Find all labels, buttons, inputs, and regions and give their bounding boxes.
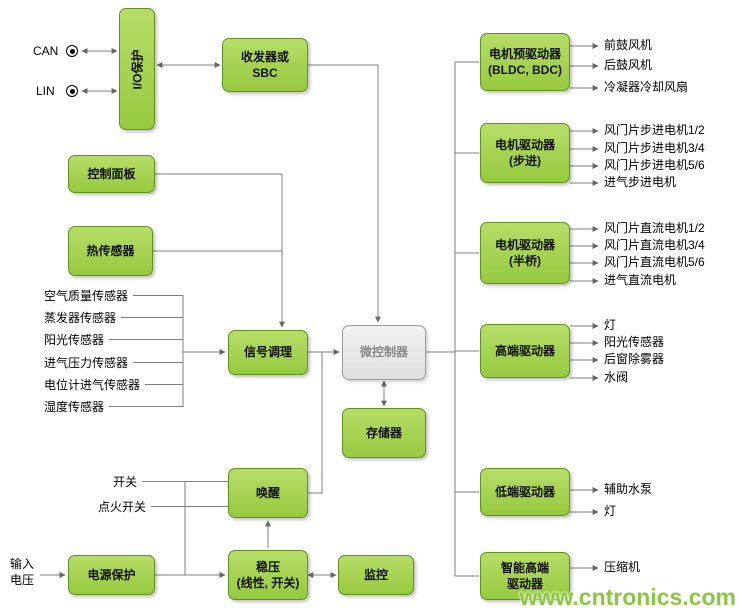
transceiver-label: 收发器或 SBC — [240, 49, 289, 80]
block-motor-driver-stepper: 电机驱动器 (步进) — [480, 123, 570, 183]
sensor-label: 空气质量传感器 — [44, 289, 129, 303]
motor-predriver-label: 电机预驱动器 (BLDC, BDC) — [488, 46, 562, 77]
input-voltage-label: 输入 电压 — [9, 557, 34, 587]
power-protection-label: 电源保护 — [87, 567, 136, 582]
sensor-wire — [109, 339, 183, 340]
driver-output-arrows — [570, 43, 599, 571]
sensor-row-intake-pressure: 进气压力传感器 — [44, 355, 183, 370]
driver-output-label: 后窗除雾器 — [604, 352, 665, 366]
lin-connector-icon — [66, 85, 78, 97]
sensor-wire — [145, 384, 183, 385]
block-microcontroller: 微控制器 — [342, 325, 426, 380]
sensor-row-air-quality: 空气质量传感器 — [44, 288, 183, 303]
block-memory: 存储器 — [342, 408, 426, 458]
switch-label: 开关 — [113, 475, 138, 489]
sensor-wire — [121, 317, 183, 318]
memory-label: 存储器 — [365, 425, 402, 440]
microcontroller-label: 微控制器 — [359, 345, 408, 360]
io-protection-label: I/O保护 — [130, 48, 145, 90]
ignition-switch-label: 点火开关 — [98, 500, 147, 514]
sensor-label: 蒸发器传感器 — [44, 311, 117, 325]
ignition-switch-wire — [151, 506, 228, 507]
low-side-driver-label: 低端驱动器 — [494, 484, 555, 499]
driver-output-label: 冷凝器冷却风扇 — [604, 80, 689, 94]
block-low-side-driver: 低端驱动器 — [480, 468, 570, 516]
sensor-wire — [109, 406, 183, 407]
block-thermal-sensor: 热传感器 — [68, 226, 153, 276]
driver-output-label: 辅助水泵 — [604, 482, 653, 496]
driver-output-label: 水阀 — [604, 370, 629, 384]
driver-output-label: 后鼓风机 — [604, 58, 653, 72]
driver-output-label: 风门片步进电机5/6 — [604, 158, 705, 172]
sensor-wire — [133, 362, 183, 363]
block-regulator: 稳压 (线性, 开关) — [228, 550, 308, 600]
watermark: www.cntronics.com — [519, 584, 736, 610]
block-transceiver-sbc: 收发器或 SBC — [222, 38, 308, 92]
sensor-label: 进气压力传感器 — [44, 356, 129, 370]
block-wakeup: 唤醒 — [228, 468, 308, 518]
driver-output-label: 风门片直流电机3/4 — [604, 238, 705, 252]
wakeup-label: 唤醒 — [255, 485, 280, 500]
sensor-row-potentiometer: 电位计进气传感器 — [44, 377, 183, 392]
sensor-label: 湿度传感器 — [44, 400, 105, 414]
block-smart-high-side-driver: 智能高端 驱动器 — [480, 552, 570, 600]
switch-wire — [142, 481, 228, 482]
motor-driver-halfbridge-label: 电机驱动器 (半桥) — [494, 237, 555, 268]
sensor-row-humidity: 湿度传感器 — [44, 399, 183, 414]
signal-conditioning-label: 信号调理 — [243, 345, 292, 360]
driver-output-label: 风门片直流电机1/2 — [604, 221, 705, 235]
driver-output-label: 进气步进电机 — [604, 175, 677, 189]
monitor-label: 监控 — [363, 567, 388, 582]
block-monitor: 监控 — [338, 555, 414, 595]
block-motor-driver-halfbridge: 电机驱动器 (半桥) — [480, 222, 570, 284]
lin-label: LIN — [36, 84, 55, 98]
block-signal-conditioning: 信号调理 — [228, 330, 308, 375]
driver-output-label: 压缩机 — [604, 560, 641, 574]
can-connector-icon — [66, 45, 78, 57]
thermal-sensor-label: 热传感器 — [86, 243, 135, 258]
smart-high-side-driver-label: 智能高端 驱动器 — [500, 560, 549, 591]
driver-output-label: 灯 — [604, 318, 617, 332]
driver-output-label: 阳光传感器 — [604, 335, 665, 349]
driver-output-label: 灯 — [604, 504, 617, 518]
sensor-label: 阳光传感器 — [44, 333, 105, 347]
driver-output-label: 前鼓风机 — [604, 38, 653, 52]
block-power-protection: 电源保护 — [68, 555, 155, 595]
driver-output-label: 风门片步进电机1/2 — [604, 123, 705, 137]
sensor-label: 电位计进气传感器 — [44, 378, 141, 392]
switch-row: 开关 — [113, 474, 228, 489]
regulator-label: 稳压 (线性, 开关) — [236, 559, 300, 590]
bus-wires — [40, 48, 479, 578]
sensor-row-evaporator: 蒸发器传感器 — [44, 310, 183, 325]
ignition-switch-row: 点火开关 — [98, 499, 228, 514]
driver-output-label: 风门片步进电机3/4 — [604, 141, 705, 155]
sensor-wire — [133, 295, 183, 296]
block-io-protection: I/O保护 — [119, 8, 155, 130]
control-panel-label: 控制面板 — [87, 166, 136, 181]
high-side-driver-label: 高端驱动器 — [494, 343, 555, 358]
block-motor-predriver: 电机预驱动器 (BLDC, BDC) — [480, 33, 570, 91]
sensor-row-sunlight: 阳光传感器 — [44, 332, 183, 347]
driver-output-label: 风门片直流电机5/6 — [604, 255, 705, 269]
driver-output-label: 进气直流电机 — [604, 273, 677, 287]
motor-driver-stepper-label: 电机驱动器 (步进) — [494, 137, 555, 168]
block-control-panel: 控制面板 — [68, 155, 155, 193]
can-label: CAN — [33, 44, 59, 58]
block-high-side-driver: 高端驱动器 — [480, 324, 570, 378]
